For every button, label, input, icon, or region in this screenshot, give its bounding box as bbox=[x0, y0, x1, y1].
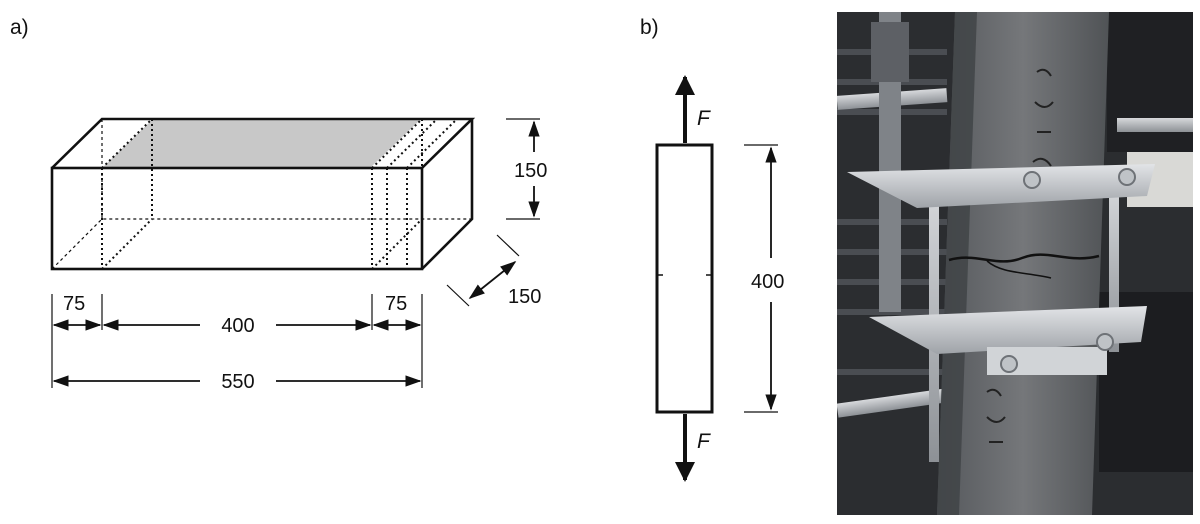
top-edges bbox=[51, 117, 476, 169]
panel-b-label: b) bbox=[640, 16, 659, 39]
upper-clamp-plate bbox=[847, 164, 1155, 208]
height-value: 150 bbox=[514, 160, 547, 182]
force-label-bottom: F bbox=[697, 430, 711, 453]
depth-dimension bbox=[446, 234, 520, 307]
length-dimensions bbox=[51, 294, 423, 388]
section-planes bbox=[101, 118, 458, 270]
test-setup-photo bbox=[837, 12, 1193, 515]
height-dimension bbox=[506, 118, 540, 220]
concrete-specimen bbox=[937, 12, 1109, 515]
prism-drawing bbox=[50, 117, 476, 271]
total-value: 550 bbox=[221, 371, 254, 393]
specimen-length-value: 400 bbox=[751, 271, 784, 293]
right-end-value: 75 bbox=[385, 293, 407, 315]
lower-clamp-plate bbox=[869, 306, 1147, 354]
photo-illustration bbox=[837, 12, 1193, 515]
shaded-top-face bbox=[102, 120, 420, 168]
specimen-elevation bbox=[655, 143, 714, 414]
right-edges bbox=[421, 119, 474, 270]
middle-value: 400 bbox=[221, 315, 254, 337]
hidden-edges bbox=[51, 218, 472, 270]
crack-line bbox=[948, 253, 1100, 263]
depth-value: 150 bbox=[508, 286, 541, 308]
specimen-length-dimension bbox=[744, 144, 778, 413]
panel-a-label: a) bbox=[10, 16, 29, 39]
force-label-top: F bbox=[697, 107, 711, 130]
left-end-value: 75 bbox=[63, 293, 85, 315]
